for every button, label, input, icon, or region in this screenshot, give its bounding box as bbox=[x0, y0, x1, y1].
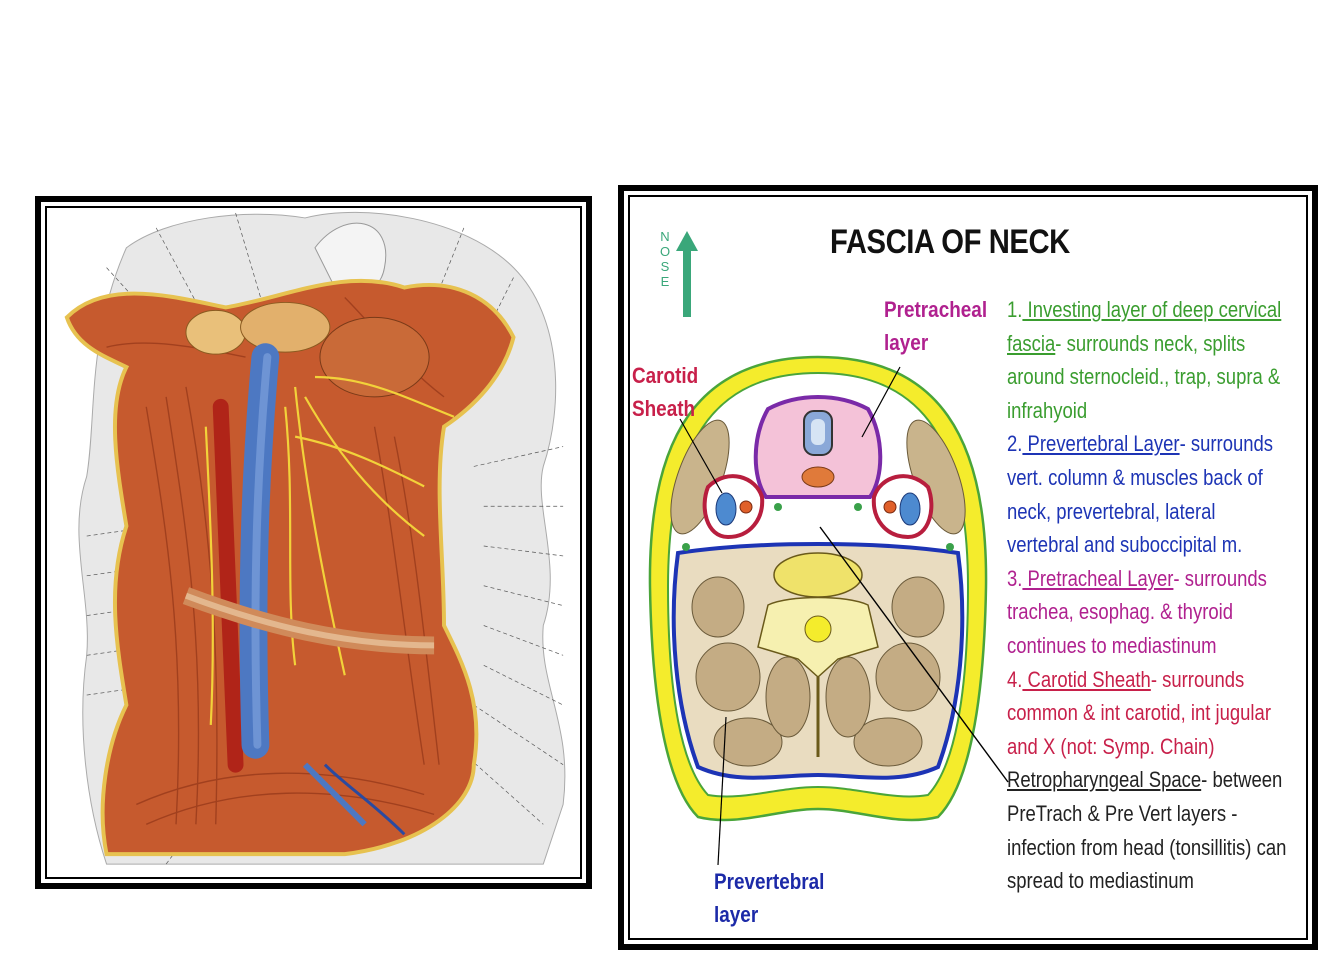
diagram-title: FASCIA OF NECK bbox=[830, 223, 1070, 261]
item-title: fascia bbox=[1007, 330, 1056, 356]
nose-letter: O bbox=[659, 244, 671, 259]
nose-letter: S bbox=[660, 259, 670, 274]
retropharyngeal-item-line: PreTrach & Pre Vert layers - bbox=[1007, 800, 1238, 826]
retropharyngeal-item-line: infection from head (tonsillitis) can bbox=[1007, 834, 1287, 860]
investing-item-line: infrahyoid bbox=[1007, 397, 1088, 423]
item-text: - surrounds bbox=[1150, 666, 1245, 692]
retropharyngeal-item-line: spread to mediastinum bbox=[1007, 868, 1194, 894]
prevertebral-label: Prevertebral layer bbox=[714, 865, 824, 931]
nose-direction-arrow-icon bbox=[676, 231, 698, 317]
item-text: - surrounds bbox=[1173, 565, 1267, 591]
investing-item-line: fascia- surrounds neck, splits bbox=[1007, 327, 1306, 361]
pretracheal-label-line: layer bbox=[884, 330, 929, 355]
fascia-descriptions: 1. Investing layer of deep cervical fasc… bbox=[1007, 293, 1306, 898]
pretracheal-label-line: Pretracheal bbox=[884, 297, 988, 322]
prevertebral-label-line: layer bbox=[714, 902, 759, 927]
item-title: Retropharyngeal Space bbox=[1007, 767, 1202, 793]
prevertebral-item-line: 2. Prevertebral Layer- surrounds bbox=[1007, 427, 1306, 461]
prevertebral-item-line: vert. column & muscles back of bbox=[1007, 464, 1263, 490]
pretracheal-item-line: 3. Pretracheal Layer- surrounds bbox=[1007, 562, 1306, 596]
carotid-item-line: common & int carotid, int jugular bbox=[1007, 700, 1271, 726]
prevertebral-label-line: Prevertebral bbox=[714, 869, 825, 894]
item-number: 1. bbox=[1007, 297, 1023, 322]
carotid-item-line: and X (not: Symp. Chain) bbox=[1007, 733, 1215, 759]
carotid-label-line: Carotid bbox=[632, 363, 699, 388]
nose-label: N O S E bbox=[658, 229, 672, 289]
neck-dissection-drawing bbox=[64, 211, 566, 865]
carotid-sheath-label: Carotid Sheath bbox=[632, 359, 698, 425]
pretracheal-item-line: continues to mediastinum bbox=[1007, 632, 1217, 658]
left-figure-frame bbox=[35, 196, 592, 889]
item-number: 4. bbox=[1007, 666, 1023, 692]
prevertebral-item-line: vertebral and suboccipital m. bbox=[1007, 532, 1243, 558]
nose-letter: N bbox=[660, 229, 670, 244]
item-number: 3. bbox=[1007, 565, 1023, 591]
item-title: Carotid Sheath bbox=[1022, 666, 1151, 692]
item-title: Prevertebral Layer bbox=[1022, 431, 1180, 457]
item-text: - surrounds neck, splits bbox=[1055, 330, 1246, 356]
carotid-item-line: 4. Carotid Sheath- surrounds bbox=[1007, 663, 1306, 697]
item-title: Pretracheal Layer bbox=[1022, 565, 1174, 591]
pretracheal-label: Pretracheal layer bbox=[884, 293, 987, 359]
retropharyngeal-item-line: Retropharyngeal Space- between bbox=[1007, 763, 1306, 797]
investing-item-line: 1. Investing layer of deep cervical bbox=[1007, 293, 1306, 327]
item-number: 2. bbox=[1007, 431, 1023, 457]
investing-item-line: around sternocleid., trap, supra & bbox=[1007, 364, 1281, 390]
item-text: - between bbox=[1201, 767, 1283, 793]
nose-letter: E bbox=[660, 274, 670, 289]
right-figure-frame: FASCIA OF NECK N O S E bbox=[618, 185, 1318, 950]
neck-dissection-illustration bbox=[45, 206, 582, 879]
pretracheal-item-line: trachea, esophag. & thyroid bbox=[1007, 599, 1234, 625]
fascia-diagram-panel: FASCIA OF NECK N O S E bbox=[628, 195, 1308, 940]
prevertebral-item-line: neck, prevertebral, lateral bbox=[1007, 498, 1216, 524]
carotid-label-line: Sheath bbox=[632, 396, 696, 421]
item-text: - surrounds bbox=[1179, 431, 1274, 457]
item-title: Investing layer of deep cervical bbox=[1022, 297, 1282, 322]
